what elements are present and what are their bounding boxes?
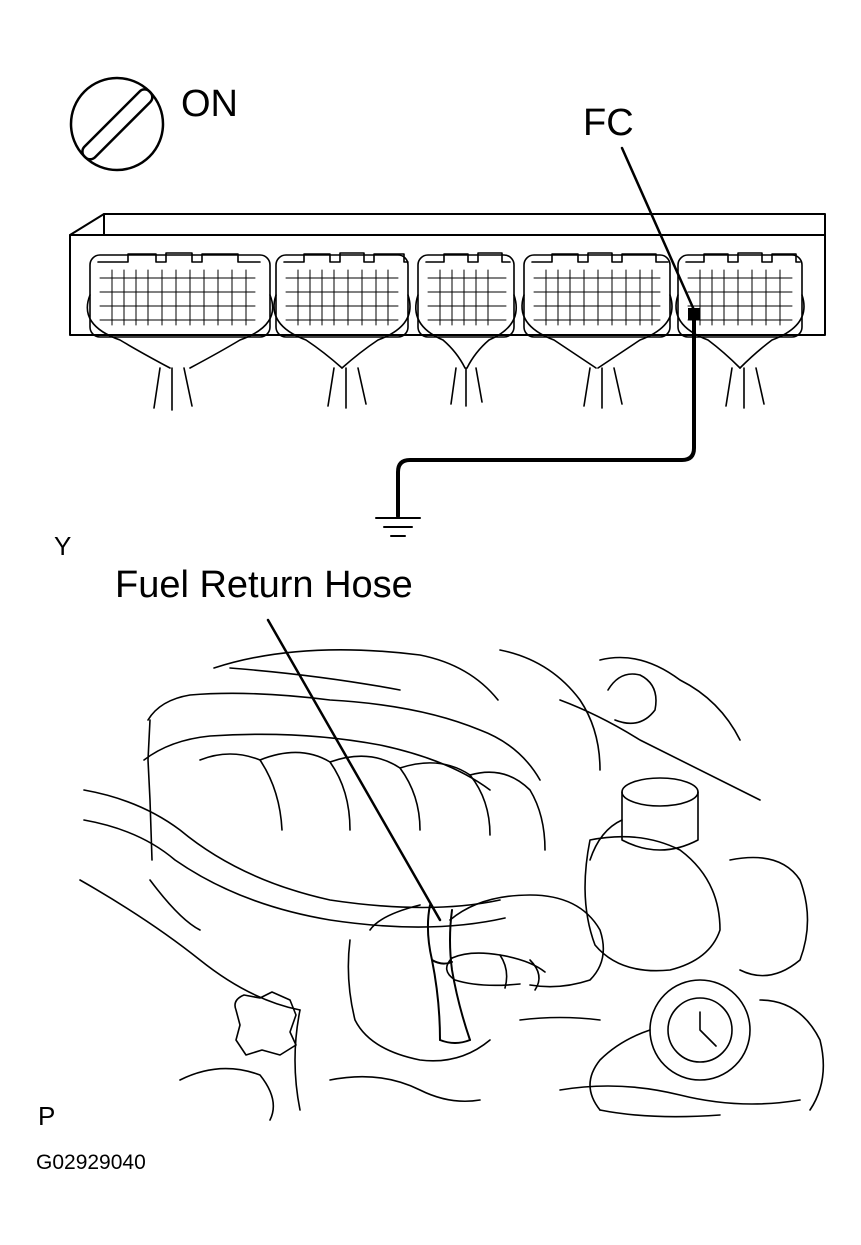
- ecu-body: [69, 213, 826, 336]
- hose-leader-line: [266, 618, 442, 922]
- ignition-key-icon: [69, 76, 165, 172]
- connector-p-label: P: [38, 1101, 56, 1131]
- fuel-return-hose-label: Fuel Return Hose: [115, 564, 413, 606]
- jumper-wire: [396, 314, 696, 518]
- ground-symbol-icon: [375, 517, 421, 537]
- connector-y-label: Y: [54, 531, 72, 561]
- fc-terminal-label: FC: [583, 102, 634, 144]
- ecu-connector-4: [521, 252, 673, 409]
- ecu-connector-2: [273, 252, 411, 409]
- ignition-on-label: ON: [181, 83, 238, 125]
- fc-leader-line: [620, 146, 696, 312]
- ecu-connector-1: [86, 252, 274, 411]
- figure-code: G02929040: [36, 1151, 146, 1174]
- ecu-connector-3: [415, 252, 517, 407]
- engine-bay-illustration: [79, 648, 825, 1121]
- ecu-connector-5: [675, 252, 805, 409]
